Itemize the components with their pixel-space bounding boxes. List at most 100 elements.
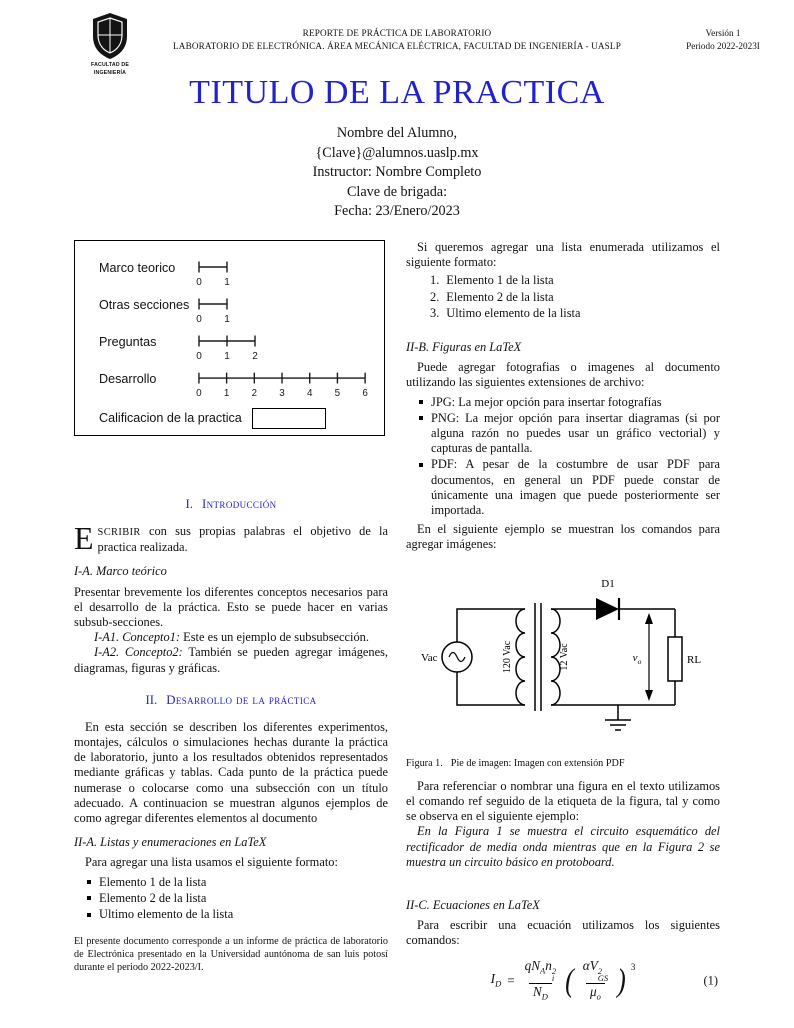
list-item: 1. Elemento 1 de la lista [430, 273, 720, 288]
score-scale-0-1: 0 1 [196, 298, 230, 324]
subsubsection-label: I-A1. Concepto1: [94, 630, 181, 645]
diode-icon [596, 597, 619, 620]
list-intro: Para agregar una lista usamos el siguien… [85, 855, 338, 870]
eq-lhs: ID [490, 970, 502, 989]
list-item: Elemento 1 de la lista [87, 875, 388, 890]
subsection-title: Marco teórico [96, 564, 167, 579]
circuit-diagram: Vac 120 Vac 12 Vac D1 [421, 578, 701, 731]
bullet-list: Elemento 1 de la lista Elemento 2 de la … [74, 875, 388, 923]
rubric-row-marco-teorico: Marco teorico 0 1 [99, 260, 376, 287]
version-label: Versión 1 [705, 28, 741, 38]
rubric-label: Preguntas [99, 335, 157, 349]
logo-caption-line2: INGENIERÍA [93, 70, 127, 76]
tick-label: 1 [224, 388, 230, 398]
period-label: Periodo 2022-2023I [686, 41, 760, 51]
tick-label: 4 [307, 388, 313, 398]
tick-label: 6 [362, 388, 368, 398]
tick-label: 5 [335, 388, 341, 398]
author-brigade: Clave de brigada: [346, 183, 448, 200]
rubric-label: Otras secciones [99, 298, 190, 312]
tick-label: 0 [196, 388, 202, 398]
item-number: 1. [430, 273, 440, 288]
grade-label: Calificacion de la practica [99, 410, 242, 425]
subsection-heading-listas: II-A. Listas y enumeraciones en LaTeX [74, 835, 388, 850]
rubric-row-otras-secciones: Otras secciones 0 1 [99, 297, 376, 324]
subsubsection-text: También se pueden agregar imágenes, diag… [74, 645, 388, 675]
report-header: REPORTE DE PRÁCTICA DE LABORATORIO LABOR… [130, 27, 664, 53]
rubric-box: Marco teorico 0 1 Otras secciones 0 1 [74, 240, 385, 436]
tick-label: 0 [196, 351, 202, 361]
desarrollo-body: En esta sección se describen los diferen… [74, 719, 388, 826]
figure-example-intro: En el siguiente ejemplo se muestran los … [406, 522, 720, 552]
rubric-row-desarrollo: Desarrollo 0 1 2 3 4 5 6 [99, 371, 376, 398]
vo-arrow [645, 612, 653, 701]
item-number: 3. [430, 305, 440, 320]
rubric-label: Desarrollo [99, 372, 157, 386]
list-item: PDF: A pesar de la costumbre de usar PDF… [419, 457, 720, 518]
subsection-number: II-A. [74, 835, 98, 850]
list-item: Ultimo elemento de la lista [87, 907, 388, 922]
tick-label: 1 [224, 314, 230, 324]
source-label: Vac [421, 652, 438, 664]
list-item: Elemento 2 de la lista [87, 891, 388, 906]
subsection-number: I-A. [74, 564, 93, 579]
item-text: Elemento 2 de la lista [446, 289, 554, 304]
primary-voltage-label: 120 Vac [502, 640, 513, 673]
list-item: 2.Elemento 2 de la lista [430, 290, 720, 305]
numbered-list: 1. Elemento 1 de la lista 2.Elemento 2 de… [406, 273, 720, 321]
enum-intro: Si queremos agregar una lista enumerada … [406, 240, 720, 270]
section-heading-desarrollo: II. Desarrollo de la práctica [74, 692, 388, 708]
figuras-intro: Puede agregar fotografias o imagenes al … [406, 360, 720, 390]
subsection-number: II-B. [406, 340, 430, 355]
faculty-shield-icon [93, 13, 127, 59]
rubric-label: Marco teorico [99, 261, 176, 275]
report-header-line1: REPORTE DE PRÁCTICA DE LABORATORIO [302, 28, 492, 38]
list-item: JPG: La mejor opción para insertar fotog… [419, 395, 720, 410]
section-title: Desarrollo de la práctica [166, 692, 317, 707]
load-resistor [667, 635, 683, 682]
first-page-footnote: El presente documento corresponde a un i… [74, 936, 388, 974]
university-logo: FACULTAD DE INGENIERÍA [84, 12, 136, 76]
subsubsection-concepto1: I-A1. Concepto1: Este es un ejemplo de s… [74, 630, 388, 645]
left-column: Marco teorico 0 1 Otras secciones 0 1 [74, 240, 388, 974]
reference-paragraph: Para referenciar o nombrar una figura en… [406, 778, 720, 824]
version-block: Versión 1 Periodo 2022-2023I [678, 27, 768, 53]
tick-label: 0 [196, 277, 202, 287]
figure-caption-text: Pie de imagen: Imagen con extensión PDF [450, 757, 625, 769]
item-text: Ultimo elemento de la lista [446, 305, 581, 320]
secondary-voltage-label: 12 Vac [559, 642, 570, 670]
section-number: II. [145, 692, 158, 707]
ground-icon [605, 704, 631, 731]
subsection-title: Figuras en LaTeX [432, 340, 522, 355]
subsubsection-concepto2: I-A2. Concepto2: También se pueden agreg… [74, 645, 388, 675]
subsection-title: Ecuaciones en LaTeX [432, 898, 540, 913]
score-scale-0-6: 0 1 2 3 4 5 6 [196, 372, 368, 398]
figure-caption: Figura 1.Pie de imagen: Imagen con exten… [406, 757, 720, 770]
grade-input-box [251, 408, 326, 429]
file-format-list: JPG: La mejor opción para insertar fotog… [406, 395, 720, 519]
subsection-title: Listas y enumeraciones en LaTeX [100, 835, 267, 850]
tick-label: 1 [224, 351, 230, 361]
rubric-row-preguntas: Preguntas 0 1 2 [99, 334, 376, 361]
subsection-heading-marco-teorico: I-A. Marco teórico [74, 564, 388, 579]
tick-label: 2 [252, 351, 258, 361]
page-title: TITULO DE LA PRACTICA [189, 74, 605, 111]
list-item: PNG: La mejor opción para insertar diagr… [419, 410, 720, 456]
item-text: Elemento 1 de la lista [446, 273, 554, 288]
section-heading-introduccion: I.Introducción [74, 496, 388, 512]
equation-number: (1) [703, 973, 718, 988]
score-scale-0-1: 0 1 [196, 261, 230, 287]
eq-exponent: 3 [630, 962, 636, 973]
grade-row: Calificacion de la practica [99, 408, 376, 429]
tick-label: 1 [224, 277, 230, 287]
author-date: Fecha: 23/Enero/2023 [334, 203, 460, 219]
drop-cap: E [74, 520, 94, 556]
score-scale-0-2: 0 1 2 [196, 335, 258, 361]
author-instructor: Instructor: Nombre Completo [312, 164, 482, 180]
tick-label: 3 [279, 388, 285, 398]
right-column: Si queremos agregar una lista enumerada … [406, 240, 720, 1004]
